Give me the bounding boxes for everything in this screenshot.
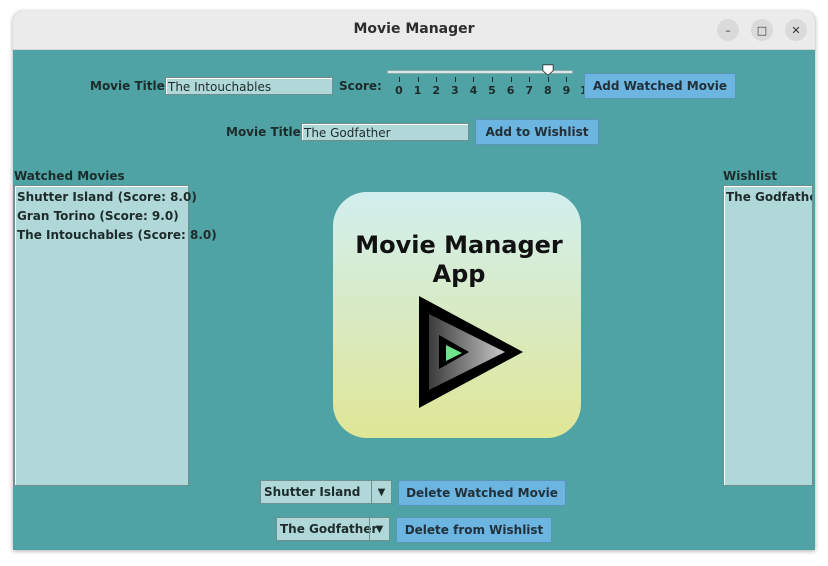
watched-movies-list[interactable]: Shutter Island (Score: 8.0) Gran Torino … xyxy=(14,185,217,486)
minimize-button[interactable]: – xyxy=(717,19,739,41)
slider-tick-label: 3 xyxy=(450,84,459,97)
wishlist-movie-select[interactable]: The Godfather ▼ xyxy=(276,517,390,541)
logo-title-line1: Movie Manager xyxy=(355,231,563,259)
wishlist-list[interactable]: The Godfather xyxy=(723,185,813,486)
list-item[interactable]: Shutter Island (Score: 8.0) xyxy=(17,190,197,204)
slider-tick xyxy=(547,77,549,82)
app-window: Movie Manager – □ ✕ Movie Title: The Int… xyxy=(13,11,815,550)
minimize-icon: – xyxy=(725,23,731,37)
list-item[interactable]: The Godfather xyxy=(726,190,812,204)
slider-tick-label: 6 xyxy=(506,84,515,97)
delete-watched-movie-button[interactable]: Delete Watched Movie xyxy=(398,480,566,506)
slider-tick xyxy=(529,77,531,82)
add-to-wishlist-button[interactable]: Add to Wishlist xyxy=(475,119,599,145)
close-icon: ✕ xyxy=(791,23,801,37)
wishlist-title-input[interactable]: The Godfather xyxy=(301,123,469,141)
slider-tick xyxy=(492,77,493,82)
wishlist-title-label: Movie Title: xyxy=(226,125,306,139)
slider-tick xyxy=(417,77,419,82)
slider-tick xyxy=(436,77,438,82)
slider-tick-label: 9 xyxy=(562,84,571,97)
maximize-button[interactable]: □ xyxy=(751,19,773,41)
wishlist-heading: Wishlist xyxy=(723,169,778,183)
watched-movies-heading: Watched Movies xyxy=(14,169,125,183)
slider-tick xyxy=(473,77,475,82)
slider-tick-label: 2 xyxy=(432,84,441,97)
slider-track xyxy=(387,70,573,74)
add-watched-movie-button[interactable]: Add Watched Movie xyxy=(584,73,736,99)
slider-tick xyxy=(454,77,456,82)
slider-tick xyxy=(566,77,568,82)
watched-movie-select-value: Shutter Island xyxy=(264,485,361,499)
watched-title-input[interactable]: The Intouchables xyxy=(165,77,333,95)
slider-tick-label: 7 xyxy=(525,84,534,97)
score-label: Score: xyxy=(339,79,382,93)
chevron-down-icon[interactable]: ▼ xyxy=(369,518,389,540)
slider-tick-label: 4 xyxy=(469,84,478,97)
slider-tick xyxy=(399,77,400,82)
slider-tick-label: 8 xyxy=(543,84,552,97)
slider-tick xyxy=(510,77,512,82)
logo-title-line2: App xyxy=(433,260,486,288)
wishlist-movie-select-value: The Godfather xyxy=(280,522,378,536)
slider-tick-label: 1 xyxy=(413,84,422,97)
watched-title-label: Movie Title: xyxy=(90,79,170,93)
window-title: Movie Manager xyxy=(353,21,475,37)
slider-tick-label: 5 xyxy=(488,84,496,97)
close-button[interactable]: ✕ xyxy=(785,19,807,41)
list-item[interactable]: The Intouchables (Score: 8.0) xyxy=(17,228,217,242)
app-logo: Movie Manager App xyxy=(333,192,581,438)
watched-movie-select[interactable]: Shutter Island ▼ xyxy=(260,480,392,504)
slider-tick-label: 0 xyxy=(395,84,403,97)
slider-thumb[interactable] xyxy=(541,64,555,76)
maximize-icon: □ xyxy=(756,23,768,37)
chevron-down-icon[interactable]: ▼ xyxy=(371,481,391,503)
play-icon xyxy=(419,296,523,408)
delete-from-wishlist-button[interactable]: Delete from Wishlist xyxy=(396,517,552,543)
title-bar: Movie Manager – □ ✕ xyxy=(13,11,815,50)
list-item[interactable]: Gran Torino (Score: 9.0) xyxy=(17,209,179,223)
score-slider[interactable]: 012345678910 xyxy=(385,60,595,104)
